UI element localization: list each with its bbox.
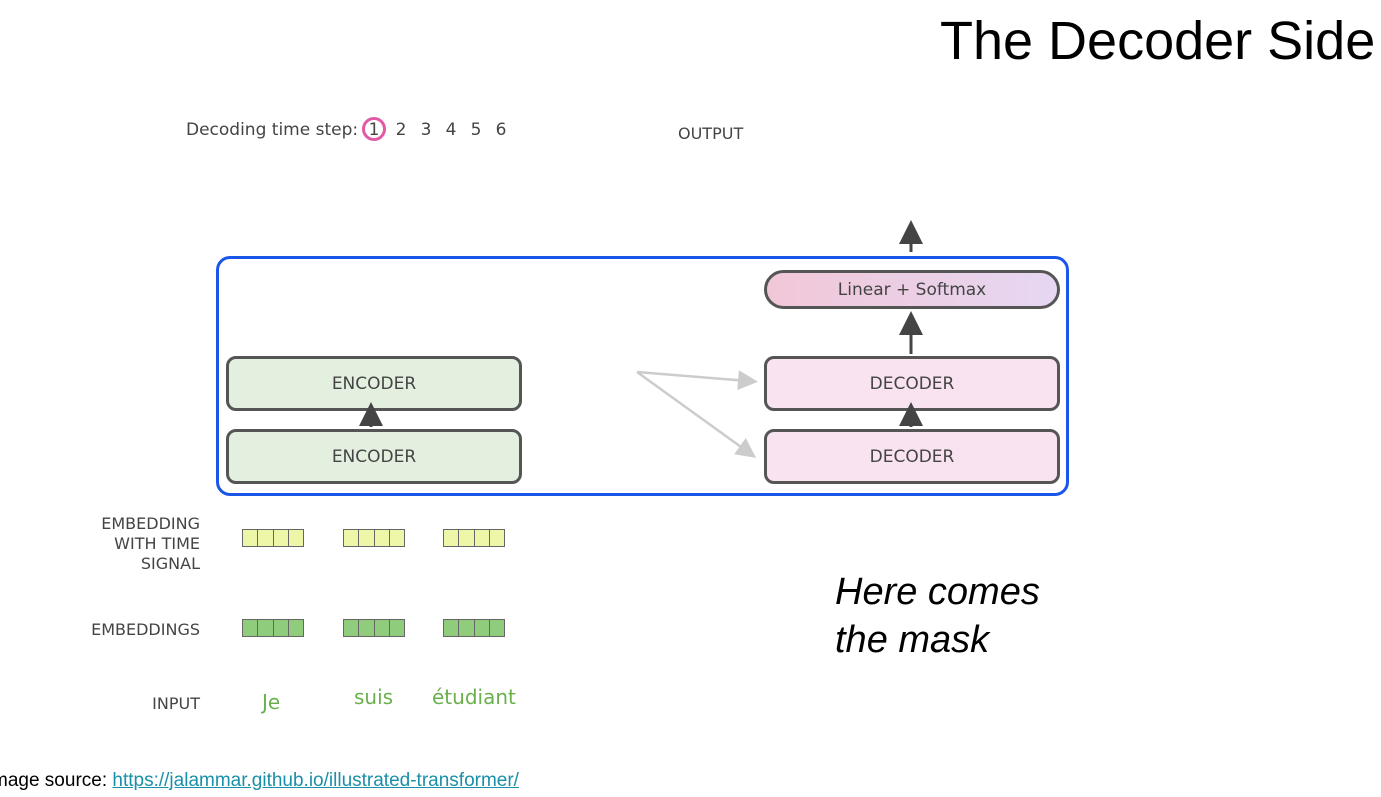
time-signal-vector bbox=[343, 529, 405, 547]
arrow-enc-to-dec-top bbox=[636, 370, 758, 391]
timestep-number: 3 bbox=[420, 120, 432, 140]
embeddings-label: EMBEDDINGS bbox=[91, 620, 200, 639]
current-step-circle bbox=[362, 117, 386, 141]
timestep-number: 5 bbox=[470, 120, 482, 140]
source-prefix: mage source: bbox=[0, 770, 113, 791]
time-signal-vector bbox=[443, 529, 505, 547]
input-word: étudiant bbox=[432, 685, 516, 709]
timestep-number: 2 bbox=[395, 120, 407, 140]
transformer-frame bbox=[216, 256, 1069, 496]
linear-softmax-block: Linear + Softmax bbox=[764, 270, 1060, 309]
input-label: INPUT bbox=[152, 694, 200, 713]
timestep-number: 1 bbox=[368, 120, 380, 140]
decoder-block-bottom: DECODER bbox=[764, 429, 1060, 484]
input-word: suis bbox=[354, 685, 394, 709]
source-link[interactable]: https://jalammar.github.io/illustrated-t… bbox=[112, 770, 519, 791]
timestep-label: Decoding time step: bbox=[186, 120, 359, 140]
image-source-note: mage source: https://jalammar.github.io/… bbox=[0, 770, 519, 792]
timestep-number: 4 bbox=[445, 120, 457, 140]
time-signal-vector bbox=[242, 529, 304, 547]
embedding-vector bbox=[343, 619, 405, 637]
input-word: Je bbox=[262, 690, 281, 714]
encoder-block-top: ENCODER bbox=[226, 356, 522, 411]
output-label: OUTPUT bbox=[678, 124, 744, 143]
encoder-block-bottom: ENCODER bbox=[226, 429, 522, 484]
embedding-time-signal-label: EMBEDDING WITH TIME SIGNAL bbox=[101, 514, 200, 573]
arrow-enc-to-dec-bottom bbox=[636, 370, 757, 458]
slide-title: The Decoder Side bbox=[940, 11, 1376, 71]
timestep-number: 6 bbox=[495, 120, 507, 140]
embedding-vector bbox=[443, 619, 505, 637]
decoder-block-top: DECODER bbox=[764, 356, 1060, 411]
embedding-vector bbox=[242, 619, 304, 637]
mask-note: Here comes the mask bbox=[835, 571, 1040, 661]
